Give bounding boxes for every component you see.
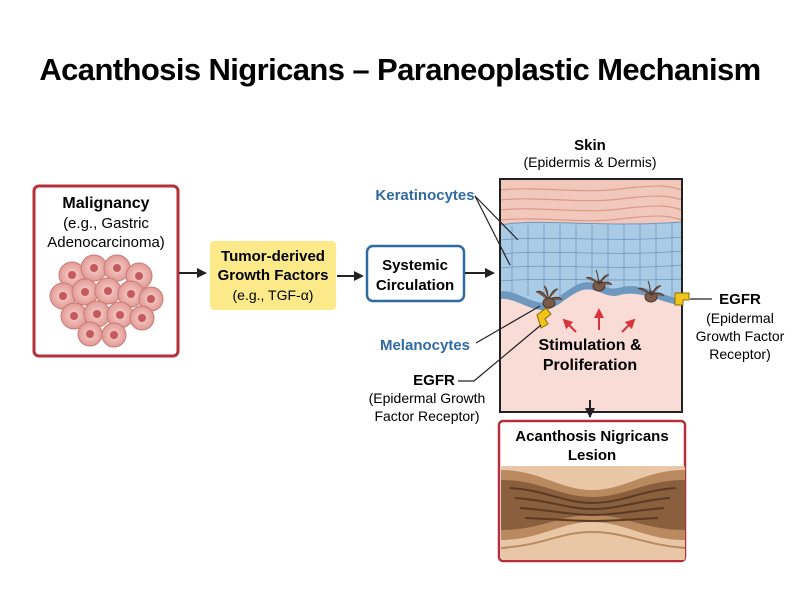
malignancy-example-line2: Adenocarcinoma)	[47, 234, 165, 251]
lesion-box: Acanthosis Nigricans Lesion	[497, 419, 687, 563]
egfr-right-label: EGFR	[719, 291, 761, 308]
stimulation-arrow	[562, 318, 577, 333]
malignancy-example-line1: (e.g., Gastric	[63, 215, 149, 232]
skin-subheading: (Epidermis & Dermis)	[523, 154, 656, 170]
malignancy-heading: Malignancy	[62, 195, 149, 212]
melanocytes-pointer	[475, 305, 541, 344]
lesion-title-line2: Lesion	[568, 447, 616, 464]
lesion-skin-illustration	[501, 466, 685, 560]
growth-factors-line2: Growth Factors	[218, 267, 329, 284]
keratinocytes-pointer	[474, 195, 519, 266]
melanocytes-label: Melanocytes	[380, 337, 470, 354]
circulation-line1: Systemic	[382, 257, 448, 274]
melanocyte-icon	[535, 269, 665, 309]
circulation-box: Systemic Circulation	[365, 244, 466, 303]
skin-heading: Skin	[574, 137, 606, 154]
growth-factors-line1: Tumor-derived	[221, 248, 325, 265]
egfr-left-line1: (Epidermal Growth	[369, 390, 486, 406]
egfr-receptor-icon	[536, 292, 690, 329]
stimulation-line1: Stimulation &	[538, 337, 642, 354]
egfr-right-line2: Growth Factor	[696, 328, 785, 344]
circulation-line2: Circulation	[376, 277, 454, 294]
egfr-left-label: EGFR	[413, 372, 455, 389]
growth-factors-example: (e.g., TGF-α)	[233, 287, 314, 303]
egfr-right-line1: (Epidermal	[706, 310, 774, 326]
growth-factors-box: Tumor-derived Growth Factors (e.g., TGF-…	[210, 241, 336, 310]
lesion-title-line1: Acanthosis Nigricans	[515, 428, 668, 445]
tumor-cell-cluster-icon	[49, 254, 164, 348]
egfr-left-line2: Factor Receptor)	[374, 408, 479, 424]
page-title: Acanthosis Nigricans – Paraneoplastic Me…	[39, 52, 760, 87]
egfr-left-pointer	[458, 324, 542, 382]
egfr-right-line3: Receptor)	[709, 346, 770, 362]
stimulation-line2: Proliferation	[543, 357, 637, 374]
stimulation-arrow	[621, 318, 636, 333]
malignancy-box: Malignancy (e.g., Gastric Adenocarcinoma…	[32, 184, 180, 358]
skin-cross-section: Stimulation & Proliferation	[499, 178, 683, 413]
keratinocytes-label: Keratinocytes	[375, 187, 474, 204]
